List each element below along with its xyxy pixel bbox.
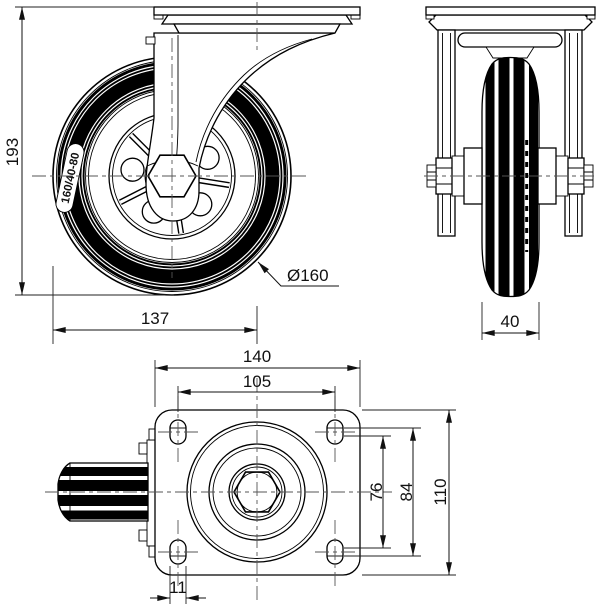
dimension-text: Ø160 (287, 266, 329, 285)
dimension-text: 193 (3, 138, 22, 166)
tread-stripe (58, 480, 148, 491)
front-view: 160/40-80 193 (3, 2, 361, 344)
dimension-bolt-pattern-width-min: 76 (344, 435, 391, 549)
bolt-tip-facets (584, 171, 593, 181)
dimension-text: 137 (141, 309, 169, 328)
dimension-text: 76 (367, 483, 386, 502)
dimension-slot-width: 11 (150, 566, 206, 604)
dimension-wheel-diameter: Ø160 (257, 261, 339, 287)
fork-tab-lower (138, 529, 148, 542)
dimension-text: 140 (243, 347, 271, 366)
bolt-tip-facets (427, 171, 436, 181)
dimension-bolt-pattern-length: 105 (177, 372, 336, 412)
dimension-text: 105 (243, 372, 271, 391)
spoke-core (119, 186, 150, 204)
hub-hole (120, 157, 145, 182)
fork-leg-right (564, 29, 583, 237)
bolt-slots (169, 419, 344, 565)
fork-leg-left-lines (442, 33, 451, 233)
dimension-plate-length: 140 (154, 347, 361, 407)
bolt-head-facets (436, 167, 452, 185)
dimension-bolt-pattern-width-max: 84 (344, 427, 421, 557)
extension-lines (344, 427, 421, 557)
spoke-core (197, 178, 230, 187)
slot-crosshair (315, 520, 355, 586)
dimension-text: 84 (397, 483, 416, 502)
fork-tab-upper (138, 442, 148, 455)
dimension-wheel-width: 40 (481, 302, 540, 340)
mounting-plate-side (425, 6, 596, 31)
tread-stripe (529, 57, 538, 297)
nut-facets (568, 167, 584, 185)
tire-tread-stripes (485, 57, 538, 297)
dimension-overall-height: 193 (3, 6, 174, 296)
kingpin-boss (485, 46, 535, 59)
side-view: 40 (424, 6, 596, 340)
tread-stripe (485, 57, 495, 297)
extension-lines (362, 409, 456, 576)
swivel-flange-side (428, 14, 593, 31)
fork-tab (145, 36, 156, 45)
dimension-plate-width: 110 (362, 409, 456, 576)
dimension-swivel-offset: 137 (52, 266, 258, 344)
tread-stripe (58, 495, 148, 506)
dimension-text: 110 (431, 478, 450, 505)
leader-line (257, 261, 339, 287)
tread-stripe (58, 467, 148, 476)
dimension-text: 40 (501, 312, 520, 331)
top-plate-edge (425, 6, 596, 16)
tire-tread-stripes-top (58, 467, 148, 520)
fork-leg-right-lines (569, 33, 578, 233)
dimension-text: 11 (169, 578, 187, 597)
tread-stripe (513, 57, 525, 297)
swivel-housing-side (457, 32, 563, 48)
top-view: 140 105 76 84 110 (45, 347, 456, 604)
tread-stripe (58, 510, 148, 520)
tread-stripe (498, 57, 510, 297)
extension-lines (15, 6, 174, 296)
slot-crosshair (158, 520, 198, 586)
fork-leg-left (437, 29, 456, 237)
